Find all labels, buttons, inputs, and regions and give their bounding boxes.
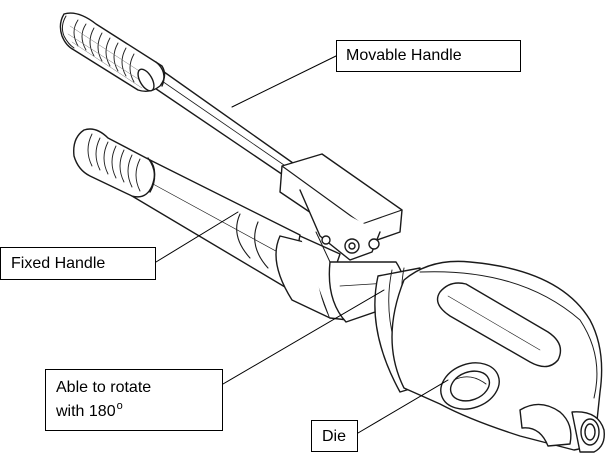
crimping-head-drawing <box>391 260 605 453</box>
leader-movable-handle <box>231 55 337 108</box>
movable-handle-label: Movable Handle <box>336 40 521 72</box>
movable-handle-drawing <box>59 12 301 182</box>
rotate-text-angle: with 180 <box>56 403 116 420</box>
fixed-handle-text: Fixed Handle <box>11 255 106 272</box>
movable-handle-text: Movable Handle <box>346 47 462 64</box>
fixed-handle-drawing <box>73 128 349 321</box>
rotate-text-line1: Able to rotate <box>56 379 152 396</box>
rotate-label: Able to rotate with 180o <box>45 369 223 431</box>
die-label: Die <box>311 420 358 452</box>
leader-die <box>357 379 449 434</box>
degree-superscript: o <box>116 400 123 412</box>
leader-lines <box>155 55 449 434</box>
die-text: Die <box>322 428 347 445</box>
rotate-text-line2: with 180o <box>56 400 222 425</box>
leader-fixed-handle <box>155 211 239 263</box>
fixed-handle-label: Fixed Handle <box>0 247 156 280</box>
pump-head-drawing <box>279 153 403 273</box>
leader-rotate <box>222 289 385 385</box>
